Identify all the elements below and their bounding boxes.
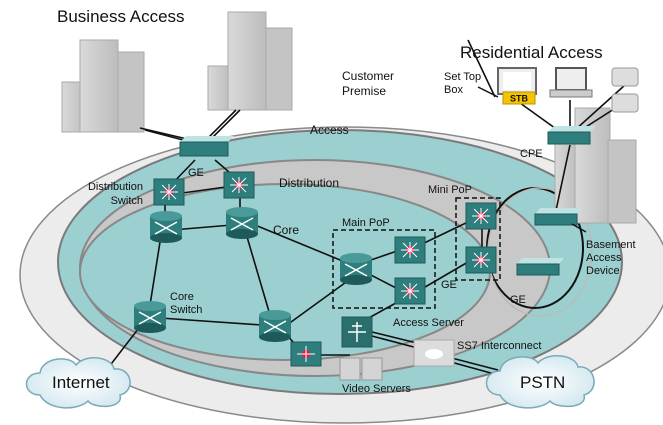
mini-pop-switch-1[interactable] [465, 202, 497, 230]
mini-pop-switch-2[interactable] [465, 246, 497, 274]
annotation-arrows [477, 86, 587, 233]
video-servers[interactable] [339, 357, 383, 381]
basement-access-device-label-line3: Device [586, 265, 620, 277]
distribution-zone-label: Distribution [279, 176, 339, 190]
distribution-switch-label-line1: Distribution [88, 181, 143, 193]
ge-label-ring: GE [510, 294, 526, 306]
edge-switch[interactable] [290, 341, 322, 367]
basement-access-switch-bottom[interactable] [516, 258, 564, 276]
customer-premise-label-line2: Premise [342, 84, 386, 98]
distribution-switch-2[interactable] [223, 171, 255, 199]
residential-access-heading: Residential Access [460, 43, 603, 62]
access-server[interactable] [341, 316, 373, 348]
core-zone-label: Core [273, 223, 299, 237]
access-zone-label: Access [310, 123, 349, 137]
main-pop-switch-1[interactable] [394, 236, 426, 264]
set-top-box-label-line1: Set Top [444, 71, 481, 83]
main-pop-switch-2[interactable] [394, 277, 426, 305]
internet-cloud[interactable] [25, 357, 131, 409]
tv-monitor[interactable] [497, 67, 537, 95]
distribution-switch-1[interactable] [153, 178, 185, 206]
pstn-label: PSTN [520, 373, 565, 392]
business-building-left [61, 39, 145, 133]
main-pop-label: Main PoP [342, 217, 390, 229]
access-switch-top[interactable] [179, 136, 234, 157]
main-pop-router[interactable] [340, 253, 372, 285]
set-top-box-label-line2: Box [444, 84, 463, 96]
basement-access-device-label-line2: Access [586, 252, 622, 264]
cpe-switch[interactable] [547, 126, 596, 145]
core-router-1[interactable] [150, 211, 182, 243]
cpe-label: CPE [520, 148, 543, 160]
residential-building [554, 107, 637, 224]
core-switch-router[interactable] [134, 301, 166, 333]
core-switch-label-line2: Switch [170, 304, 202, 316]
telephone-2[interactable] [611, 93, 639, 113]
pc-computer[interactable] [549, 67, 593, 98]
core-router-2[interactable] [226, 207, 258, 239]
main-pop-box [332, 229, 436, 309]
access-server-label: Access Server [393, 317, 464, 329]
core-switch-label-line1: Core [170, 291, 194, 303]
distribution-switch-label-line2: Switch [111, 195, 143, 207]
core-router-4[interactable] [259, 310, 291, 342]
video-servers-label: Video Servers [342, 383, 411, 395]
ss7-interconnect-label: SS7 Interconnect [457, 340, 541, 352]
ge-label-main-pop: GE [441, 279, 457, 291]
mini-pop-box [455, 197, 501, 281]
ge-label-top: GE [188, 167, 204, 179]
mini-pop-label: Mini PoP [428, 184, 472, 196]
business-building-right [207, 11, 293, 111]
customer-premise-label-line1: Customer [342, 69, 394, 83]
pstn-cloud[interactable] [485, 355, 595, 409]
ss7-interconnect-device[interactable] [413, 339, 455, 367]
basement-access-device-label-line1: Basement [586, 239, 636, 251]
internet-label: Internet [52, 373, 110, 392]
basement-access-switch-top[interactable] [534, 208, 582, 226]
stb-label: STB [510, 94, 529, 104]
telephone-1[interactable] [611, 67, 639, 87]
business-access-heading: Business Access [57, 7, 185, 26]
set-top-box[interactable]: STB [502, 91, 536, 105]
